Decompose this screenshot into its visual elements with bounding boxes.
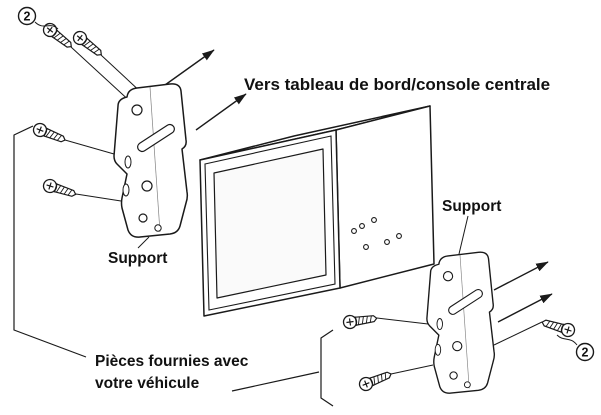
assembly-arrows-right [493, 261, 553, 323]
screw [539, 315, 577, 339]
callout-bottom-number: 2 [582, 346, 589, 360]
screw [356, 367, 395, 394]
screw [30, 120, 69, 147]
arrow-up-right [493, 261, 549, 291]
screw-guide-lines [64, 46, 543, 375]
group-brace-left [13, 125, 87, 358]
head-unit [199, 105, 435, 317]
arrow-up-right [195, 93, 247, 131]
screw [342, 311, 379, 330]
mounting-bracket-left [113, 83, 189, 238]
callout-top-circle [17, 6, 37, 26]
callout-top-leader [34, 21, 59, 30]
group-brace-right [231, 329, 334, 407]
mounting-bracket-right [426, 251, 496, 394]
guide-line [376, 317, 429, 325]
arrow-up-right [497, 293, 553, 323]
head-unit-screen [213, 148, 327, 299]
brace-right-connector [231, 371, 320, 392]
side-hole [371, 217, 377, 223]
guide-line [70, 46, 134, 105]
callout-top-number: 2 [24, 10, 31, 24]
label-support-right: Support [442, 198, 501, 215]
screw [41, 177, 79, 202]
support-left-leader [137, 236, 150, 249]
arrow-up-right [157, 49, 215, 91]
guide-line [390, 364, 434, 375]
brace-left-line [13, 125, 87, 358]
guide-line [493, 321, 543, 346]
head-unit-side-holes [351, 217, 402, 250]
side-hole [363, 244, 369, 250]
assembly-arrows-left [157, 49, 247, 131]
callout-bottom: 2 [556, 334, 595, 362]
head-unit-side-face [335, 105, 435, 289]
callout-bottom-circle [575, 342, 595, 362]
guide-line [64, 139, 115, 155]
side-hole [396, 233, 402, 239]
screw [70, 28, 106, 61]
label-supplied-parts-line1: Pièces fournies avec [95, 353, 249, 370]
label-support-left: Support [108, 250, 167, 267]
brace-right-line [320, 329, 334, 407]
side-hole [351, 228, 357, 234]
side-hole [359, 223, 365, 229]
callout-top: 2 [17, 6, 59, 30]
label-to-dashboard: Vers tableau de bord/console centrale [244, 75, 550, 94]
guide-line [75, 193, 122, 202]
callout-bottom-leader [556, 334, 578, 346]
support-right-leader [458, 215, 469, 255]
side-hole [384, 239, 390, 245]
label-supplied-parts-line2: votre véhicule [95, 375, 200, 392]
